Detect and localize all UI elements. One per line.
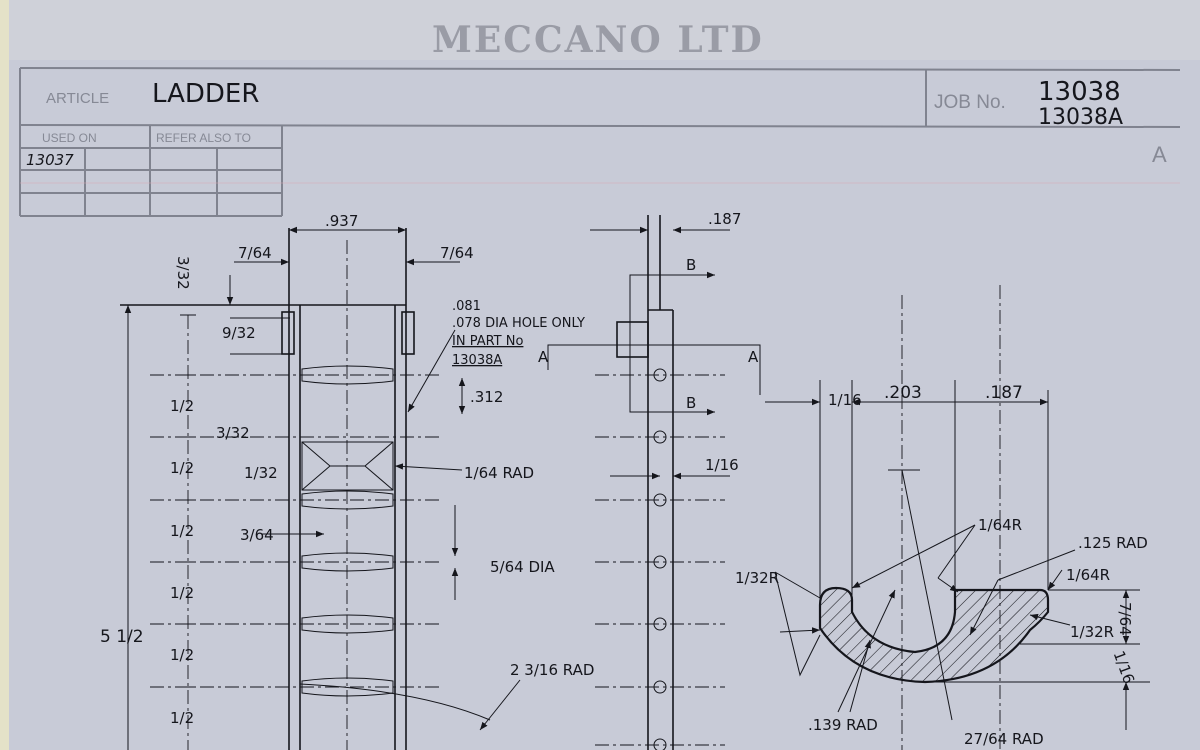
dim-width: .937	[325, 212, 358, 230]
dim-rung-pitch: 1/2	[170, 522, 194, 540]
job-number-1: 13038	[1038, 77, 1121, 107]
radius-4: 1/32R	[1070, 623, 1114, 641]
dim-first-rung: 9/32	[222, 324, 256, 342]
dim-right-offset: 7/64	[440, 244, 474, 262]
used-on-value: 13037	[26, 151, 74, 169]
ladder-rung	[301, 614, 394, 634]
dim-height: 7/64	[1116, 602, 1134, 636]
dim-tab: 1/16	[705, 456, 739, 474]
dim-depth: 1/16	[1110, 648, 1138, 686]
dim-overall-length: 5 1/2	[100, 627, 144, 647]
refer-also-label: REFER ALSO TO	[156, 131, 251, 145]
dim-rung-pitch: 1/2	[170, 459, 194, 477]
section-a-right: A	[748, 348, 759, 366]
section-view: 1/16 .203 .187 7/64 1/16 1/64R .125 RAD …	[735, 285, 1150, 750]
dim-top-gap: 3/32	[174, 256, 192, 290]
dim-rung-pitch: 1/2	[170, 584, 194, 602]
article-value: LADDER	[152, 79, 259, 109]
radius-6: .139 RAD	[808, 716, 878, 734]
dim-rung-hole: 5/64 DIA	[490, 558, 555, 576]
ladder-rung	[301, 490, 394, 510]
dim-rung-pitch: 1/2	[170, 709, 194, 727]
dim-rail-radius: 2 3/16 RAD	[510, 661, 594, 679]
dim-section-1: 1/16	[828, 391, 862, 409]
hatched-profile	[818, 586, 1050, 684]
used-on-label: USED ON	[42, 131, 97, 145]
job-label: JOB No.	[934, 92, 1006, 113]
company-watermark: MECCANO LTD	[432, 19, 764, 61]
article-label: ARTICLE	[46, 90, 109, 107]
section-b-top: B	[686, 256, 696, 274]
issue-letter: A	[1152, 142, 1167, 167]
ladder-rung	[301, 552, 394, 572]
title-block: MECCANO LTD ARTICLE LADDER JOB No. 13038…	[19, 19, 1181, 217]
front-view: .937 7/64 7/64 3/32 9/32 5 1/2 1/2 1/2 1/2…	[100, 212, 594, 750]
rivet-hole	[653, 738, 667, 750]
radius-3: 1/64R	[1066, 566, 1110, 584]
radius-7: 27/64 RAD	[964, 730, 1044, 748]
ladder-rung	[301, 365, 394, 385]
job-number-2: 13038A	[1038, 105, 1123, 130]
dim-left-offset: 7/64	[238, 244, 272, 262]
radius-1: 1/64R	[978, 516, 1022, 534]
hole-note-4: 13038A	[452, 353, 502, 368]
dim-section-3: .187	[985, 383, 1023, 403]
hole-note-2: .078 DIA HOLE ONLY	[452, 316, 585, 331]
section-b-bottom: B	[686, 394, 696, 412]
radius-5: 1/32R	[735, 569, 779, 587]
hole-note-3: IN PART No	[452, 334, 523, 349]
dim-slot-depth: 1/32	[244, 464, 278, 482]
header-band	[9, 0, 1200, 60]
section-a-left: A	[538, 348, 549, 366]
dim-slot-width: 3/32	[216, 424, 250, 442]
hole-note-1: .081	[452, 299, 481, 314]
side-view: .187 B B A A 1/16	[538, 210, 761, 750]
dim-rung-pitch: 1/2	[170, 397, 194, 415]
dim-corner-radius: 1/64 RAD	[464, 464, 534, 482]
paper-edge	[0, 0, 9, 750]
dim-rung-pitch: 1/2	[170, 646, 194, 664]
dim-section-2: .203	[884, 383, 922, 403]
dim-rung-inset: 3/64	[240, 526, 274, 544]
dim-thickness: .187	[708, 210, 741, 228]
dim-hole-offset: .312	[470, 388, 503, 406]
radius-2: .125 RAD	[1078, 534, 1148, 552]
